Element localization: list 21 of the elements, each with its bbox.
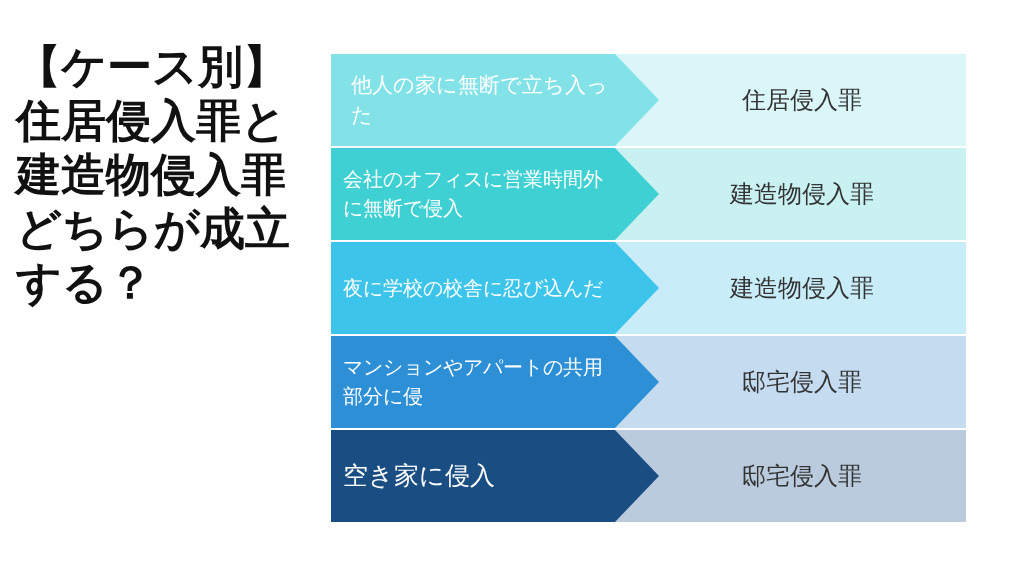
- case-description: 夜に学校の校舎に忍び込んだ: [343, 274, 603, 302]
- offense-name: 邸宅侵入罪: [741, 367, 862, 398]
- case-description: 空き家に侵入: [343, 459, 495, 492]
- result-box: [613, 54, 966, 146]
- case-arrow-box: [331, 148, 659, 240]
- case-arrow-box: [331, 242, 659, 334]
- result-box: [613, 430, 966, 522]
- case-arrow-box: [331, 430, 659, 522]
- offense-name: 建造物侵入罪: [729, 273, 874, 304]
- title: 【ケース別】住居侵入罪と建造物侵入罪どちらが成立する？: [16, 40, 291, 310]
- offense-name: 邸宅侵入罪: [741, 461, 862, 492]
- case-arrow-box: [331, 336, 659, 428]
- case-description: マンションやアパートの共用部分に侵: [343, 354, 604, 410]
- offense-name: 建造物侵入罪: [729, 179, 874, 210]
- result-box: [613, 148, 966, 240]
- case-arrow-box: [331, 54, 659, 146]
- result-box: [613, 336, 966, 428]
- offense-name: 住居侵入罪: [741, 85, 862, 116]
- case-description: 他人の家に無断で立ち入った: [350, 71, 609, 129]
- result-box: [613, 242, 966, 334]
- case-description: 会社のオフィスに営業時間外に無断で侵入: [343, 166, 604, 222]
